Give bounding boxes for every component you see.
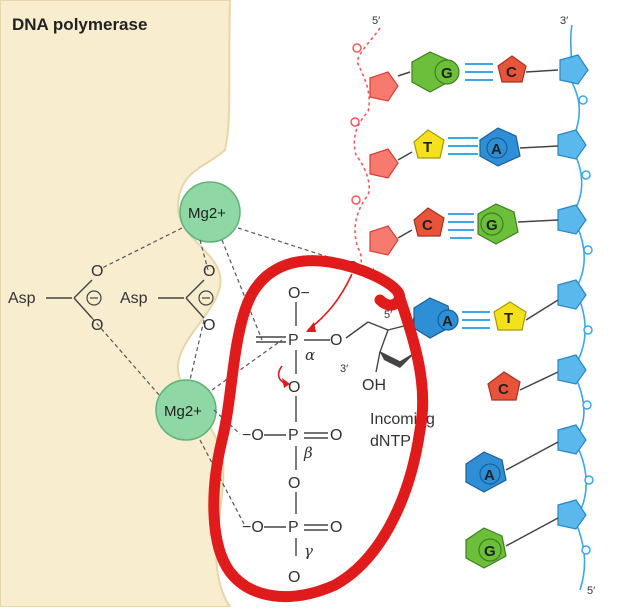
mg-label: Mg2+: [188, 205, 226, 222]
template-sugar: [557, 424, 587, 455]
label-5prime-bottom: 5′: [587, 585, 595, 597]
base-label: C: [506, 64, 517, 81]
template-sugar: [557, 129, 587, 160]
o-minus-top: O−: [288, 285, 310, 302]
gamma-label: γ: [304, 542, 313, 560]
primer-sugar: [369, 71, 399, 102]
mg-label: Mg2+: [164, 403, 202, 420]
template-sugar: [559, 54, 589, 85]
base-pair-row3: C G: [397, 203, 559, 245]
base-pair-row2: T A: [397, 127, 559, 167]
base-pair-row1: G C: [397, 51, 559, 93]
svg-text:O: O: [330, 519, 342, 536]
label-5prime-top: 5′: [372, 15, 380, 27]
svg-text:O: O: [91, 317, 103, 334]
incoming-label-line2: dNTP: [370, 433, 411, 450]
base-row6: A: [465, 441, 559, 493]
primer-strand-backbone: [353, 27, 381, 267]
base-label: T: [423, 139, 432, 156]
base-label: A: [491, 141, 502, 158]
svg-text:O: O: [330, 332, 342, 349]
svg-text:O: O: [203, 317, 215, 334]
template-sugar: [557, 354, 587, 385]
o-minus-gamma: −O: [242, 519, 264, 536]
svg-text:P: P: [288, 427, 299, 444]
label-3prime-sugar: 3′: [340, 363, 348, 375]
svg-text:O: O: [203, 263, 215, 280]
base-C: [487, 371, 521, 401]
asp-label: Asp: [8, 290, 36, 307]
base-row5: C: [487, 371, 559, 401]
template-sugar: [557, 499, 587, 530]
base-label: T: [504, 310, 513, 327]
svg-text:P: P: [288, 519, 299, 536]
base-pair-row4: A T: [413, 297, 559, 339]
asp-group-2: Asp O O: [120, 263, 215, 334]
base-label: C: [422, 217, 433, 234]
svg-text:P: P: [288, 332, 299, 349]
o-minus-beta: −O: [242, 427, 264, 444]
diagram-title: DNA polymerase: [12, 15, 147, 34]
mg-ion-bottom: Mg2+: [155, 379, 217, 441]
red-annotation-circle: [208, 255, 429, 603]
triphosphate: O− P O α O P −O O β O P −O O γ O: [242, 285, 342, 586]
base-label: A: [484, 467, 495, 484]
base-label: C: [498, 381, 509, 398]
oh-label: OH: [362, 377, 386, 394]
svg-text:O: O: [288, 475, 300, 492]
base-label: G: [484, 543, 496, 560]
base-T: [413, 129, 445, 159]
alpha-label: α: [305, 346, 315, 364]
incoming-sugar: 5′ 3′ OH: [340, 309, 421, 394]
base-label: G: [441, 65, 453, 82]
svg-text:O: O: [288, 569, 300, 586]
base-row7: G: [465, 517, 559, 569]
svg-text:O: O: [288, 379, 300, 396]
primer-phosphates: [350, 43, 362, 205]
base-label: G: [486, 217, 498, 234]
template-phosphates: [578, 95, 594, 555]
beta-label: β: [303, 444, 313, 462]
enzyme-body: [0, 0, 232, 608]
primer-strand-sugars: [369, 71, 399, 256]
svg-text:O: O: [330, 427, 342, 444]
label-3prime-top: 3′: [560, 15, 568, 27]
template-sugar: [557, 204, 587, 235]
svg-text:O: O: [91, 263, 103, 280]
primer-sugar: [369, 148, 399, 179]
base-C: [413, 207, 445, 237]
primer-sugar: [369, 225, 399, 256]
nucleophilic-attack-arrow: [307, 273, 353, 331]
template-sugar: [557, 279, 587, 310]
asp-label: Asp: [120, 290, 148, 307]
label-5prime-sugar: 5′: [384, 309, 392, 321]
template-strand-sugars: [557, 54, 589, 530]
asp-group-1: Asp O O: [8, 263, 103, 334]
base-C: [497, 55, 527, 83]
mg-ion-top: Mg2+: [179, 181, 241, 243]
base-T: [493, 301, 527, 331]
base-label: A: [442, 313, 453, 330]
